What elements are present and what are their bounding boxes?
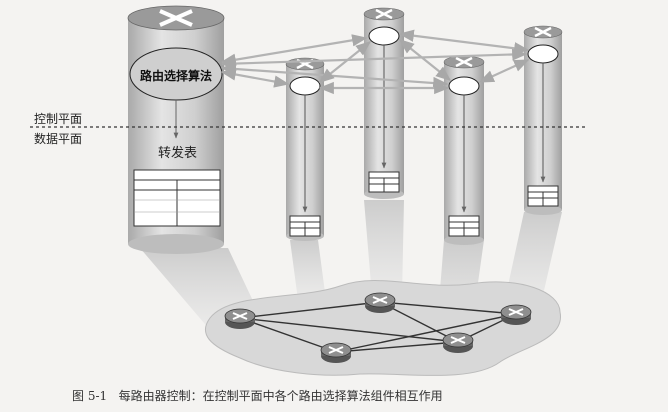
router-small-d bbox=[523, 25, 563, 215]
caption-number: 图 5-1 bbox=[72, 389, 108, 403]
data-plane-label: 数据平面 bbox=[34, 132, 83, 146]
router-x-icon bbox=[364, 292, 396, 313]
router-small-a bbox=[285, 57, 325, 241]
network-routers bbox=[224, 292, 532, 363]
router-x-icon bbox=[320, 342, 352, 363]
network-blob bbox=[204, 280, 561, 376]
forwarding-table-label: 转发表 bbox=[158, 146, 198, 161]
control-plane-label: 控制平面 bbox=[34, 112, 83, 126]
router-large bbox=[127, 5, 225, 254]
routing-algorithm-label: 路由选择算法 bbox=[139, 69, 212, 83]
network-links bbox=[239, 301, 517, 353]
router-x-icon bbox=[500, 304, 532, 325]
router-x-icon bbox=[375, 8, 393, 20]
router-small-c bbox=[443, 55, 485, 245]
control-messages bbox=[220, 29, 530, 95]
figure-caption: 图 5-1 每路由器控制：在控制平面中各个路由选择算法组件相互作用 bbox=[72, 387, 443, 404]
router-x-icon bbox=[224, 308, 256, 329]
caption-text: 每路由器控制：在控制平面中各个路由选择算法组件相互作用 bbox=[118, 389, 443, 403]
router-x-icon bbox=[534, 26, 552, 38]
router-small-b bbox=[363, 7, 405, 199]
router-x-icon bbox=[442, 332, 474, 353]
forwarding-table-large bbox=[133, 169, 221, 227]
router-x-icon bbox=[159, 9, 193, 27]
